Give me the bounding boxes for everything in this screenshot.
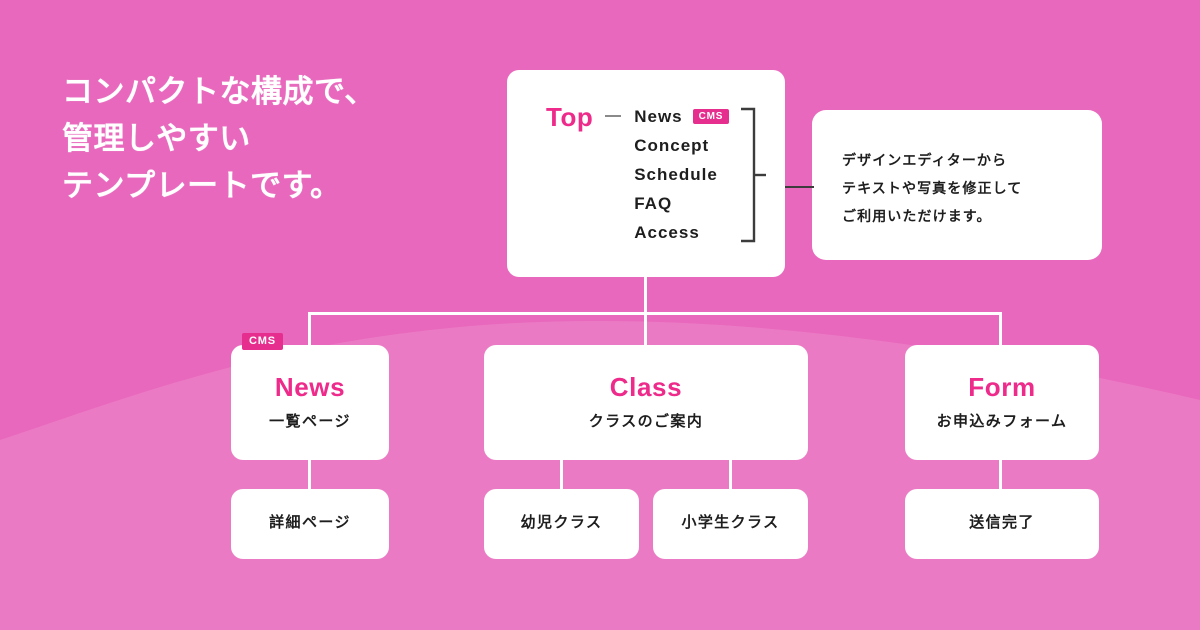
callout-text: デザインエディターから テキストや写真を修正して ご利用いただけます。 — [842, 146, 1022, 230]
connector-drop-news — [308, 312, 311, 348]
card-news-detail[interactable]: 詳細ページ — [231, 489, 389, 559]
connector-news-detail — [308, 458, 311, 492]
card-label: 幼児クラス — [520, 514, 603, 531]
cms-badge: CMS — [692, 109, 730, 124]
card-title: News — [274, 372, 346, 402]
top-page-schedule[interactable]: Schedule — [634, 160, 729, 189]
card-title: Form — [968, 372, 1036, 402]
connector-class-kids — [560, 458, 563, 492]
top-page-concept[interactable]: Concept — [634, 131, 729, 160]
card-form[interactable]: Form お申込みフォーム — [905, 345, 1099, 460]
top-card-page-list: News CMS Concept Schedule FAQ Access — [634, 102, 730, 247]
card-news[interactable]: CMS News 一覧ページ — [231, 333, 389, 460]
top-page-news[interactable]: News CMS — [634, 102, 730, 131]
top-page-access[interactable]: Access — [634, 218, 729, 247]
group-bracket-icon — [741, 107, 766, 243]
card-subtitle: お申込みフォーム — [936, 413, 1068, 430]
top-page-label: News — [634, 107, 683, 126]
headline-line-2: 管理しやすい — [62, 121, 251, 157]
top-page-label: Access — [634, 223, 700, 242]
card-label: 詳細ページ — [269, 514, 351, 531]
callout-line-3: ご利用いただけます。 — [842, 208, 992, 224]
top-card-content: Top News CMS Concept Schedule FAQ Access — [546, 102, 730, 247]
card-class[interactable]: Class クラスのご案内 — [484, 345, 808, 460]
card-class-elementary[interactable]: 小学生クラス — [653, 489, 808, 559]
callout-line-2: テキストや写真を修正して — [842, 180, 1023, 196]
card-top[interactable]: Top News CMS Concept Schedule FAQ Access — [507, 70, 785, 277]
card-subtitle: クラスのご案内 — [588, 413, 704, 430]
top-card-dash — [605, 115, 622, 117]
card-subtitle: 一覧ページ — [269, 413, 351, 430]
connector-form-sent — [999, 458, 1002, 492]
cms-badge: CMS — [242, 333, 283, 350]
card-title: Class — [609, 372, 683, 402]
headline-line-3: テンプレートです。 — [62, 168, 342, 204]
top-card-label: Top — [546, 102, 594, 132]
top-page-label: FAQ — [634, 194, 673, 213]
card-form-complete[interactable]: 送信完了 — [905, 489, 1099, 559]
callout-connector-line — [785, 186, 814, 188]
connector-class-school — [729, 458, 732, 492]
connector-bus — [308, 312, 1002, 315]
card-label: 小学生クラス — [681, 514, 780, 531]
page-title: コンパクトな構成で、 管理しやすい テンプレートです。 — [62, 68, 376, 209]
connector-drop-class — [644, 312, 647, 348]
top-page-label: Concept — [634, 136, 710, 155]
connector-drop-form — [999, 312, 1002, 348]
card-class-kids[interactable]: 幼児クラス — [484, 489, 639, 559]
card-label: 送信完了 — [969, 514, 1035, 531]
top-page-faq[interactable]: FAQ — [634, 189, 729, 218]
connector-top-stem — [644, 277, 647, 314]
headline-line-1: コンパクトな構成で、 — [62, 74, 376, 109]
callout-box: デザインエディターから テキストや写真を修正して ご利用いただけます。 — [812, 110, 1102, 260]
top-page-label: Schedule — [634, 165, 718, 184]
callout-line-1: デザインエディターから — [842, 152, 1008, 168]
